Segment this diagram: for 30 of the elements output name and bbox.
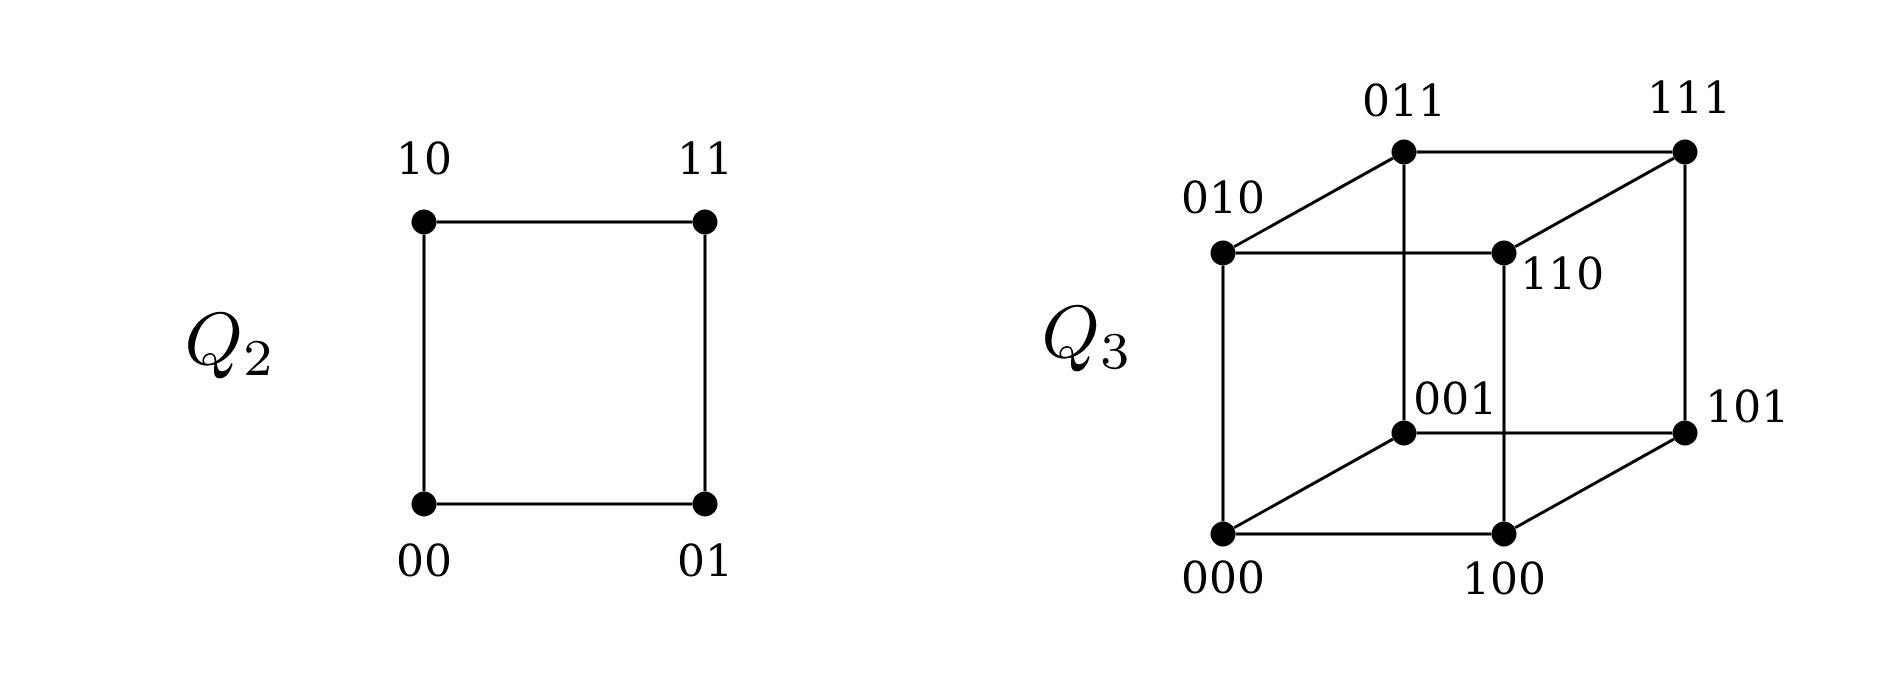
vertex-label: 111	[1652, 80, 1725, 113]
graph-name: $Q_3$	[1045, 304, 1127, 372]
vertex-label: 101	[1710, 389, 1783, 423]
edge-line	[1683, 164, 1687, 421]
edge-line	[1416, 431, 1673, 435]
edge-line	[1221, 265, 1225, 522]
edge-line	[1233, 156, 1394, 249]
edge-line	[703, 234, 707, 492]
edge-line	[436, 502, 693, 506]
vertex-label: 11	[682, 141, 727, 174]
edge-line	[422, 234, 426, 492]
edge-line	[1235, 251, 1492, 255]
edge-line	[1233, 437, 1394, 530]
vertex-label: 010	[1183, 180, 1263, 214]
vertex-label: 00	[398, 543, 450, 577]
vertex-label: 01	[679, 543, 727, 577]
edge-line	[436, 220, 693, 224]
edge-line	[1514, 437, 1675, 530]
edge-line	[1235, 532, 1492, 536]
edge-line	[1502, 265, 1506, 522]
vertex-label: 100	[1467, 561, 1544, 595]
vertex-label: 000	[1183, 560, 1263, 594]
vertex-label: 011	[1364, 83, 1440, 117]
graph-name: $Q_2$	[188, 311, 270, 379]
edge-line	[1402, 164, 1406, 421]
edge-line	[1514, 156, 1675, 249]
vertex-label: 10	[401, 141, 450, 175]
edge-line	[1416, 150, 1673, 154]
vertex-label: 110	[1525, 256, 1602, 290]
vertex-label: 001	[1416, 381, 1491, 415]
